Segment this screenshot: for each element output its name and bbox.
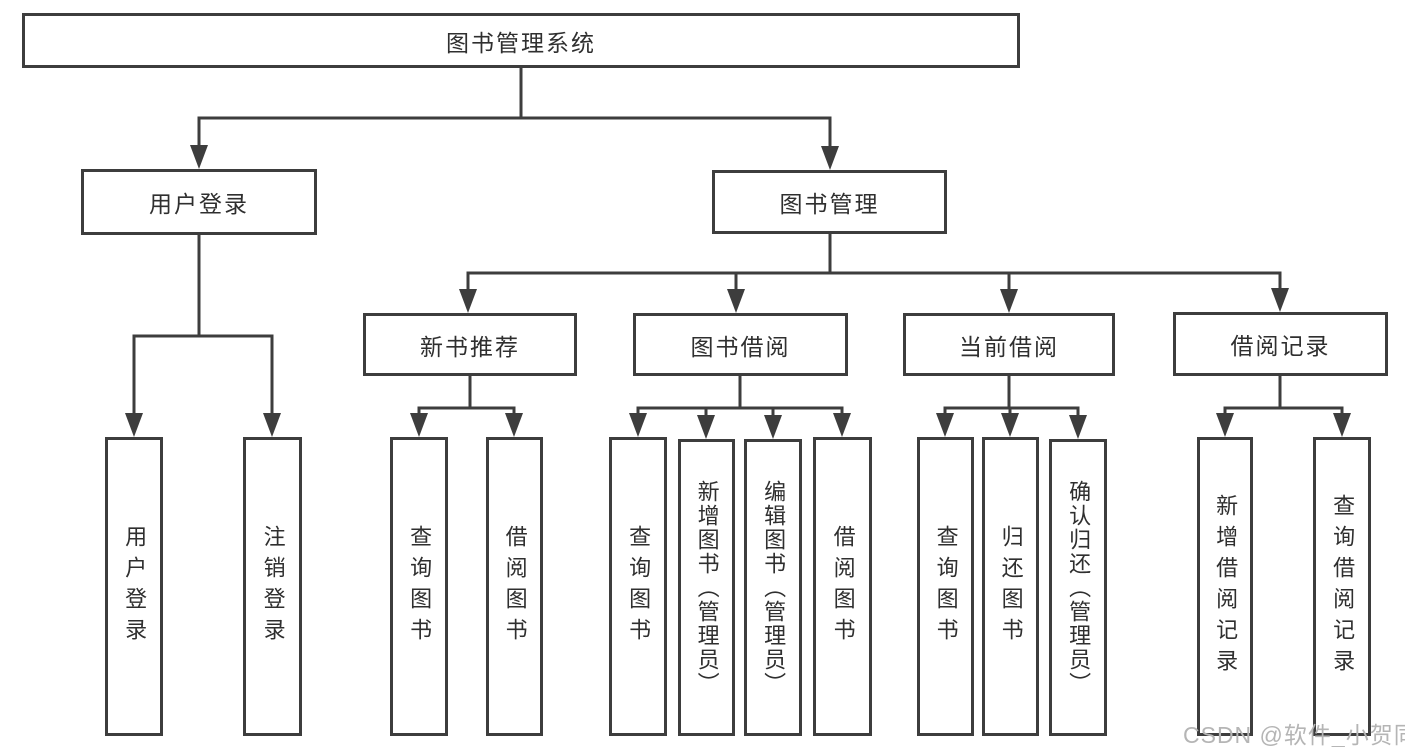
node-return-books-label: 归还图书 xyxy=(998,524,1024,649)
node-edit-books-admin: 编辑图书（管理员） xyxy=(744,439,802,736)
node-new-book-recommend: 新书推荐 xyxy=(363,313,577,376)
node-logout-leaf: 注销登录 xyxy=(243,437,302,736)
node-borrow-books-1: 借阅图书 xyxy=(486,437,543,736)
arrowhead-icon xyxy=(1333,413,1351,437)
arrowhead-icon xyxy=(1069,415,1087,439)
node-library-system-label: 图书管理系统 xyxy=(446,29,596,56)
arrowhead-icon xyxy=(1001,413,1019,437)
node-query-books-1: 查询图书 xyxy=(390,437,448,736)
node-add-borrow-record: 新增借阅记录 xyxy=(1197,437,1253,736)
arrowhead-icon xyxy=(936,413,954,437)
node-query-books-2-label: 查询图书 xyxy=(626,524,652,649)
arrowhead-icon xyxy=(505,413,523,437)
node-user-login-label: 用户登录 xyxy=(149,191,249,217)
node-borrow-books-2-label: 借阅图书 xyxy=(830,524,856,649)
node-query-books-1-label: 查询图书 xyxy=(407,524,433,649)
node-logout-leaf-label: 注销登录 xyxy=(260,524,286,649)
node-borrow-books-1-label: 借阅图书 xyxy=(502,524,528,649)
node-return-books: 归还图书 xyxy=(982,437,1039,736)
node-user-login: 用户登录 xyxy=(81,169,317,235)
node-user-login-leaf-label: 用户登录 xyxy=(122,524,148,649)
node-query-borrow-record: 查询借阅记录 xyxy=(1313,437,1371,736)
arrowhead-icon xyxy=(697,415,715,439)
arrowhead-icon xyxy=(263,413,281,437)
node-query-borrow-record-label: 查询借阅记录 xyxy=(1330,493,1356,680)
arrowhead-icon xyxy=(727,289,745,313)
node-borrowing-records-label: 借阅记录 xyxy=(1230,333,1331,359)
node-confirm-return-admin-label: 确认归还（管理员） xyxy=(1066,479,1092,696)
node-user-login-leaf: 用户登录 xyxy=(105,437,163,736)
arrowhead-icon xyxy=(1000,289,1018,313)
node-book-management-label: 图书管理 xyxy=(779,191,880,217)
arrowhead-icon xyxy=(833,413,851,437)
arrowhead-icon xyxy=(190,145,208,169)
arrowhead-icon xyxy=(459,289,477,313)
node-book-borrowing: 图书借阅 xyxy=(633,313,848,376)
arrowhead-icon xyxy=(410,413,428,437)
watermark: CSDN @软件_小贺同学 xyxy=(1183,722,1405,747)
node-borrow-books-2: 借阅图书 xyxy=(813,437,872,736)
node-add-books-admin-label: 新增图书（管理员） xyxy=(694,479,720,696)
node-query-books-3: 查询图书 xyxy=(917,437,974,736)
node-current-borrowing: 当前借阅 xyxy=(903,313,1115,376)
arrowhead-icon xyxy=(821,146,839,170)
node-borrowing-records: 借阅记录 xyxy=(1173,312,1388,376)
arrowhead-icon xyxy=(764,415,782,439)
arrowhead-icon xyxy=(1271,288,1289,312)
node-current-borrowing-label: 当前借阅 xyxy=(959,333,1059,360)
node-library-system: 图书管理系统 xyxy=(22,13,1020,68)
node-add-books-admin: 新增图书（管理员） xyxy=(678,439,735,736)
node-confirm-return-admin: 确认归还（管理员） xyxy=(1049,439,1107,736)
node-add-borrow-record-label: 新增借阅记录 xyxy=(1213,493,1239,680)
node-query-books-2: 查询图书 xyxy=(609,437,667,736)
node-query-books-3-label: 查询图书 xyxy=(933,524,959,649)
arrowhead-icon xyxy=(1216,413,1234,437)
arrowhead-icon xyxy=(125,413,143,437)
node-book-borrowing-label: 图书借阅 xyxy=(690,333,791,360)
arrowhead-icon xyxy=(629,413,647,437)
node-book-management: 图书管理 xyxy=(712,170,947,234)
node-edit-books-admin-label: 编辑图书（管理员） xyxy=(761,479,787,696)
node-new-book-recommend-label: 新书推荐 xyxy=(420,333,520,360)
